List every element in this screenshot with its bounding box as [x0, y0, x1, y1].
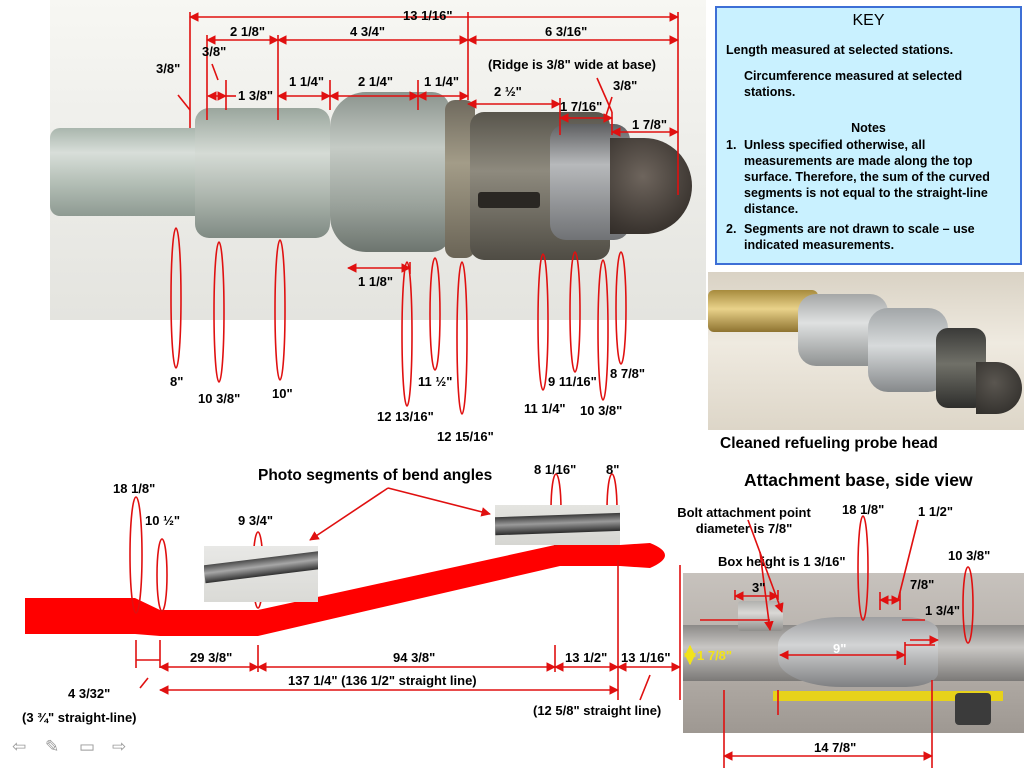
- ridge-note: (Ridge is 3/8" wide at base): [488, 57, 656, 72]
- circ-label: 12 13/16": [377, 409, 434, 424]
- att-len-14-7-8: 14 7/8": [814, 740, 857, 755]
- circ-label: 10 3/8": [580, 403, 623, 418]
- circ-label: 8 7/8": [610, 366, 646, 381]
- att-len-1-3-4: 1 3/4": [925, 603, 961, 618]
- menu-icon[interactable]: ▭: [79, 737, 96, 756]
- dim-4-3-4: 4 3/4": [350, 24, 386, 39]
- att-len-9: 9": [833, 641, 847, 656]
- att-circ-18-1-8: 18 1/8": [842, 502, 885, 517]
- att-circ-10-3-8: 10 3/8": [948, 548, 991, 563]
- photo-body: [868, 308, 948, 392]
- key-note-2: Segments are not drawn to scale – use in…: [744, 222, 975, 252]
- circ-10-1-2: 10 ½": [145, 513, 181, 528]
- circ-9-3-4: 9 3/4": [238, 513, 274, 528]
- probe-body: [330, 92, 450, 252]
- prev-slide-icon[interactable]: ⇦: [12, 737, 27, 756]
- circ-label: 11 ½": [418, 374, 453, 389]
- key-length-text: Length measured at selected stations.: [726, 43, 954, 57]
- probe-silhouette: [25, 543, 665, 636]
- probe-collar: [195, 108, 330, 238]
- dim-3-8-b: 3/8": [156, 61, 181, 76]
- dim-1-7-16: 1 7/16": [560, 99, 603, 114]
- circ-8-1-16: 8 1/16": [534, 462, 577, 477]
- key-notes-title: Notes: [851, 121, 886, 135]
- bend-segment-photo-2: [495, 505, 620, 545]
- dim-1-1-8: 1 1/8": [358, 274, 394, 289]
- dim-3-8-a: 3/8": [202, 44, 227, 59]
- dim-1-1-4-b: 1 1/4": [424, 74, 460, 89]
- circ-label: 11 1/4": [524, 401, 566, 416]
- key-note-1-num: 1.: [726, 138, 737, 152]
- key-note-1: Unless specified otherwise, all measurem…: [744, 138, 990, 216]
- circ-label: 8": [170, 374, 184, 389]
- dim-overall: 13 1/16": [403, 8, 453, 23]
- tape-case: [955, 693, 991, 725]
- pen-icon[interactable]: ✎: [45, 737, 60, 756]
- circ-8: 8": [606, 462, 620, 477]
- att-len-1-7-8: 1 7/8": [697, 648, 733, 663]
- cleaned-caption: Cleaned refueling probe head: [720, 435, 938, 452]
- att-len-3: 3": [752, 580, 766, 595]
- box-height-note: Box height is 1 3/16": [718, 554, 846, 569]
- att-len-7-8: 7/8": [910, 577, 935, 592]
- note-3-3-4: (3 ¾" straight-line): [22, 710, 137, 725]
- len-137: 137 1/4" (136 1/2" straight line): [288, 673, 477, 688]
- probe-photo-top: [50, 0, 706, 320]
- next-slide-icon[interactable]: ⇨: [112, 737, 127, 756]
- circ-18-1-8: 18 1/8": [113, 481, 156, 496]
- attachment-caption: Attachment base, side view: [744, 470, 973, 490]
- len-13-1-2: 13 1/2": [565, 650, 608, 665]
- circ-label: 12 15/16": [437, 429, 494, 444]
- key-circ-text: Circumference measured at selected stati…: [744, 69, 963, 99]
- bend-segment-photo-1: [204, 546, 318, 602]
- key-box: KEY Length measured at selected stations…: [715, 6, 1022, 265]
- dim-3-8-c: 3/8": [613, 78, 638, 93]
- tape-measure: [773, 691, 1003, 701]
- probe-slot: [478, 192, 540, 208]
- dim-2-1-2: 2 ½": [494, 84, 522, 99]
- key-note-2-num: 2.: [726, 222, 737, 236]
- len-13-1-16: 13 1/16": [621, 650, 671, 665]
- dim-2-1-8: 2 1/8": [230, 24, 266, 39]
- cleaned-probe-photo: [708, 272, 1024, 430]
- dim-1-3-8: 1 3/8": [238, 88, 274, 103]
- key-title: KEY: [852, 12, 885, 29]
- circ-label: 9 11/16": [548, 374, 597, 389]
- bolt-note: Bolt attachment point diameter is 7/8": [677, 505, 811, 536]
- dim-1-7-8: 1 7/8": [632, 117, 668, 132]
- photo-tip: [976, 362, 1022, 414]
- circ-label: 10": [272, 386, 293, 401]
- photo-segments-caption: Photo segments of bend angles: [258, 467, 493, 484]
- circ-label: 10 3/8": [198, 391, 241, 406]
- dim-1-1-4-a: 1 1/4": [289, 74, 325, 89]
- dim-6-3-16: 6 3/16": [545, 24, 588, 39]
- dim-2-1-4: 2 1/4": [358, 74, 394, 89]
- att-len-1-1-2: 1 1/2": [918, 504, 954, 519]
- len-94-3-8: 94 3/8": [393, 650, 436, 665]
- len-4-3-32: 4 3/32": [68, 686, 111, 701]
- note-12-5-8: (12 5/8" straight line): [533, 703, 662, 718]
- len-29-3-8: 29 3/8": [190, 650, 233, 665]
